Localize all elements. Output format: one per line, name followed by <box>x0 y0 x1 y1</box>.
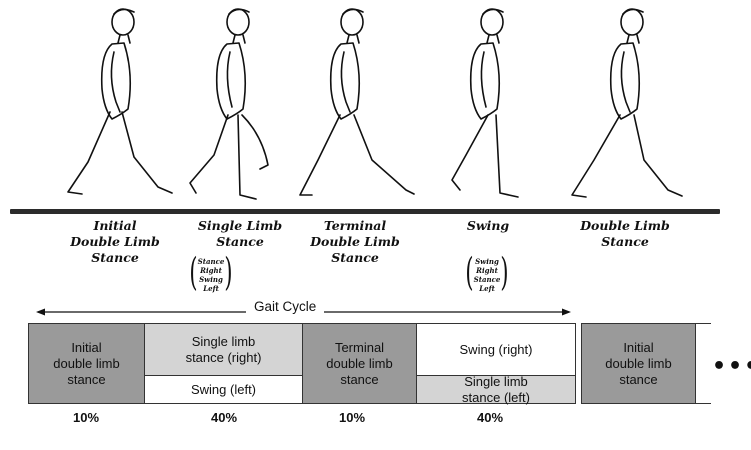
block-initial-double-limb: Initial double limb stance <box>29 324 145 403</box>
walking-figure-terminal-double <box>290 0 440 210</box>
walking-figure-double-limb <box>550 0 710 210</box>
walking-figure-single-limb <box>180 0 300 210</box>
note-swing-right-stance-left: ( Swing Right Stance Left ) <box>464 254 510 298</box>
phase-label-initial-double-limb: Initial Double Limb Stance <box>50 218 180 266</box>
phase-label-swing: Swing <box>423 218 553 234</box>
percent-terminal-double-limb: 10% <box>302 410 402 425</box>
block-next-initial-double-limb: Initial double limb stance <box>582 324 696 403</box>
gait-cycle-label: Gait Cycle <box>246 299 324 314</box>
block-single-limb-stance-right: Single limb stance (right) <box>145 324 303 376</box>
continuation-ellipsis: ••• <box>712 357 751 377</box>
gait-phase-bar: Initial double limb stance Single limb s… <box>28 323 576 404</box>
percent-swing: 40% <box>440 410 540 425</box>
percent-single-limb: 40% <box>174 410 274 425</box>
block-swing-right: Swing (right) <box>417 324 575 376</box>
next-cycle-bar: Initial double limb stance <box>581 323 711 404</box>
ground-line <box>10 209 720 214</box>
phase-label-terminal-double-limb: Terminal Double Limb Stance <box>290 218 420 266</box>
block-swing-left: Swing (left) <box>145 376 303 403</box>
walking-figure-initial-double <box>30 0 180 210</box>
phase-label-double-limb: Double Limb Stance <box>560 218 690 250</box>
block-terminal-double-limb: Terminal double limb stance <box>303 324 417 403</box>
walking-figure-swing <box>440 0 550 210</box>
percent-initial-double-limb: 10% <box>36 410 136 425</box>
phase-label-single-limb: Single Limb Stance <box>175 218 305 250</box>
note-stance-right-swing-left: ( Stance Right Swing Left ) <box>188 254 234 298</box>
block-single-limb-stance-left: Single limb stance (left) <box>417 376 575 403</box>
